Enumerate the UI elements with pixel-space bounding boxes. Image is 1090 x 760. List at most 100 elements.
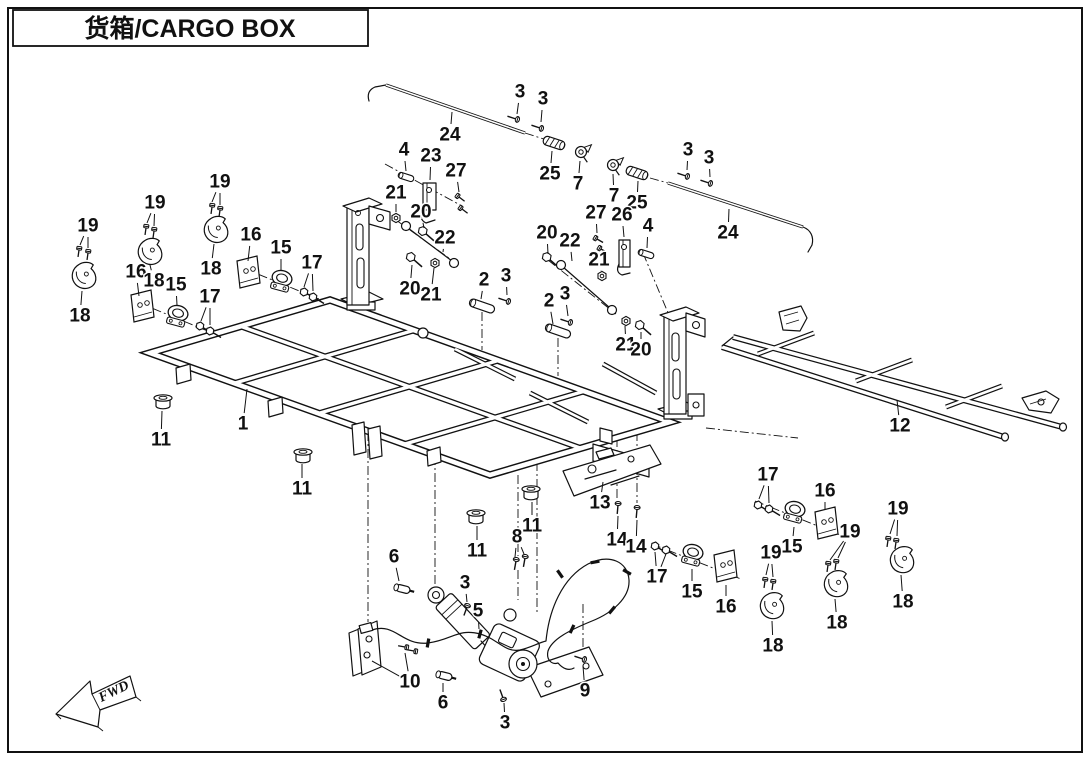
leader-line	[834, 598, 837, 613]
leader-line	[900, 574, 903, 592]
callout-3: 3	[683, 140, 694, 161]
callout-13: 13	[589, 493, 610, 514]
leader-line	[146, 213, 152, 224]
callout-1: 1	[238, 414, 249, 435]
tilt-rod-right	[605, 154, 814, 253]
leader-line	[767, 485, 770, 504]
nut-21	[621, 315, 631, 327]
callout-17: 17	[301, 253, 322, 274]
callout-24: 24	[439, 125, 461, 146]
callout-11: 11	[292, 479, 313, 500]
leader-line	[792, 526, 795, 537]
leader-line	[311, 273, 314, 292]
title-box: 货箱/CARGO BOX	[12, 9, 369, 47]
callout-17: 17	[757, 465, 778, 486]
frame-hole	[417, 327, 429, 339]
leader-line	[617, 515, 619, 530]
callout-3: 3	[560, 284, 571, 305]
leader-line	[889, 519, 896, 535]
callout-7: 7	[573, 174, 584, 195]
leader-line	[728, 208, 730, 223]
callout-19: 19	[760, 543, 781, 564]
tailgate-latch	[778, 305, 808, 332]
leader-line	[211, 243, 215, 259]
lift-motor	[478, 608, 604, 698]
callout-2: 2	[544, 291, 555, 312]
leader-line	[404, 160, 407, 172]
callout-3: 3	[500, 713, 511, 734]
callout-25: 25	[626, 193, 648, 214]
nut-21	[597, 270, 607, 282]
mount-bracket-10	[348, 620, 419, 677]
callout-11: 11	[467, 541, 488, 562]
callout-16: 16	[125, 262, 146, 283]
callout-2: 2	[479, 270, 490, 291]
latch-bracket-23	[420, 182, 437, 224]
leader-line	[80, 290, 83, 306]
callout-26: 26	[611, 205, 632, 226]
frame-hanger	[267, 396, 284, 418]
page-title: 货箱/CARGO BOX	[84, 14, 295, 43]
leader-line	[457, 181, 460, 193]
lift-assembly	[348, 558, 632, 704]
callout-21: 21	[420, 285, 442, 306]
callout-11: 11	[151, 430, 172, 451]
callout-18: 18	[143, 271, 164, 292]
frame-hanger	[351, 421, 367, 456]
bumper-11	[293, 448, 313, 464]
callout-20: 20	[399, 279, 420, 300]
link-rod-22	[555, 259, 618, 316]
callout-20: 20	[536, 223, 557, 244]
link-rod-22	[400, 220, 460, 269]
leader-line	[578, 160, 581, 174]
leader-line	[582, 665, 585, 681]
bumper-11	[521, 485, 541, 501]
callout-14: 14	[625, 537, 647, 558]
leader-line	[550, 311, 554, 325]
leader-line	[646, 236, 648, 249]
callout-19: 19	[209, 172, 230, 193]
leader-line	[837, 541, 846, 559]
callout-20: 20	[630, 340, 651, 361]
leader-line	[395, 567, 400, 582]
callout-16: 16	[814, 481, 835, 502]
leader-line	[247, 245, 251, 262]
leader-line	[829, 540, 845, 561]
leader-line	[422, 222, 425, 229]
leader-line	[211, 192, 217, 203]
right-pillar-part	[657, 306, 706, 420]
leader-line	[243, 388, 248, 414]
leader-line	[149, 264, 152, 271]
leader-line	[450, 111, 453, 125]
striker-26	[616, 239, 631, 276]
leader-line	[570, 251, 573, 262]
callout-3: 3	[704, 148, 715, 169]
leader-line	[303, 273, 309, 288]
frame-hanger	[426, 446, 442, 467]
left-latch-cluster	[391, 171, 470, 271]
callout-21: 21	[385, 183, 407, 204]
leader-line	[160, 410, 163, 430]
callout-15: 15	[270, 238, 292, 259]
callout-23: 23	[420, 146, 441, 167]
leader-line	[566, 304, 569, 317]
leader-line	[758, 485, 765, 500]
left-pillar-part	[340, 197, 391, 311]
callout-12: 12	[889, 416, 910, 437]
leader-line	[896, 519, 899, 537]
callout-15: 15	[165, 275, 187, 296]
callout-22: 22	[559, 231, 580, 252]
callout-18: 18	[762, 636, 783, 657]
callout-24: 24	[717, 223, 739, 244]
callout-17: 17	[199, 287, 220, 308]
nut-21	[430, 257, 440, 269]
callout-7: 7	[609, 186, 620, 207]
nut-21	[391, 212, 401, 224]
leader-line	[176, 295, 178, 306]
leader-line	[622, 225, 625, 238]
mounting-plate-16	[130, 289, 155, 323]
title-box-frame	[12, 9, 369, 47]
callout-3: 3	[460, 573, 471, 594]
callout-15: 15	[781, 537, 803, 558]
tilt-rod-left	[367, 83, 593, 164]
